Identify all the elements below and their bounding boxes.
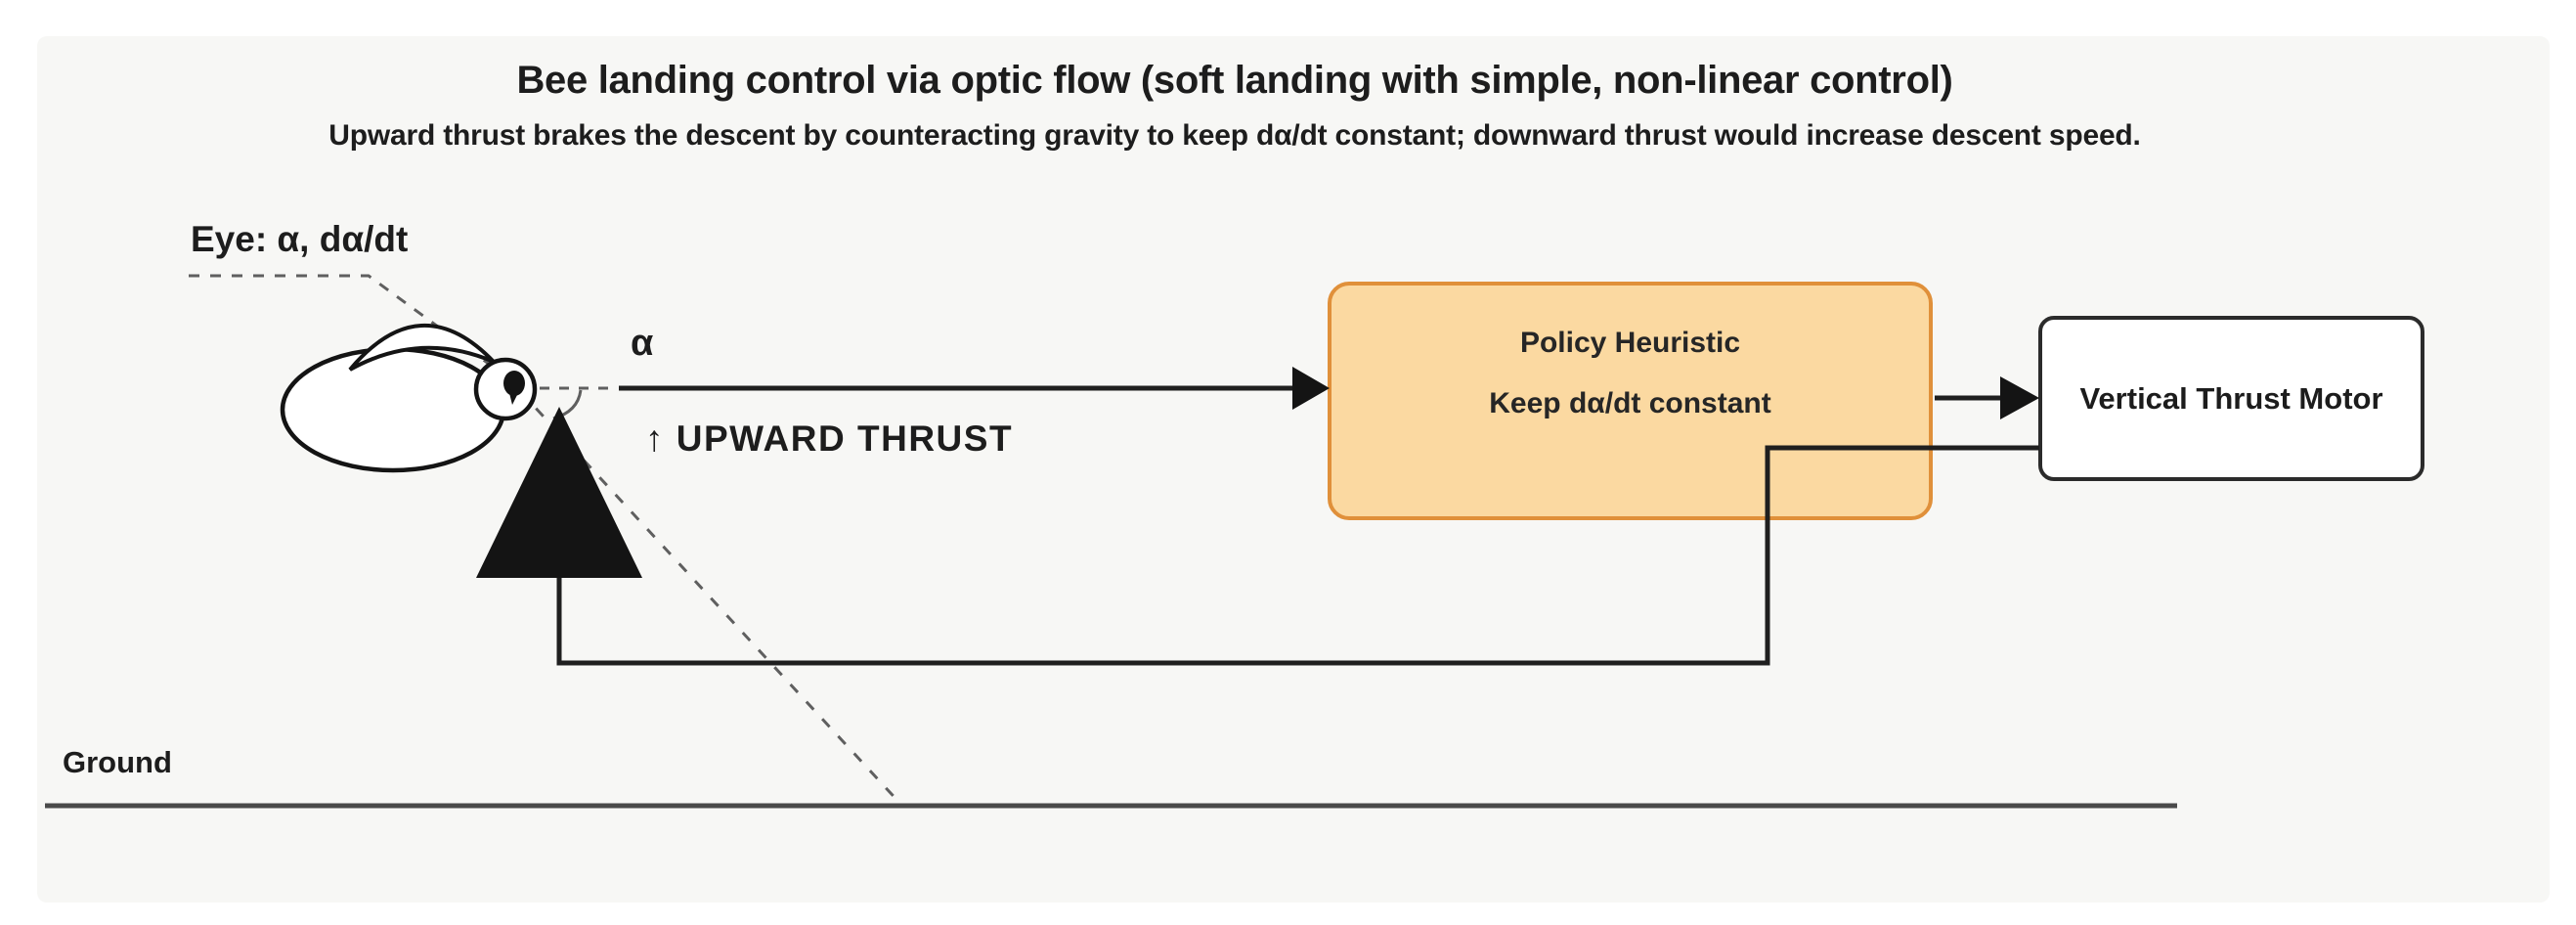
vertical-thrust-motor-node: Vertical Thrust Motor <box>2038 316 2424 481</box>
policy-node-rule: Keep dα/dt constant <box>1489 387 1771 419</box>
policy-heuristic-node: Policy Heuristic Keep dα/dt constant <box>1328 282 1933 520</box>
policy-node-title: Policy Heuristic <box>1519 327 1741 359</box>
eye-sensor-label: Eye: α, dα/dt <box>191 219 409 259</box>
upward-thrust-label: ↑ UPWARD THRUST <box>645 418 1014 459</box>
page-title: Bee landing control via optic flow (soft… <box>516 59 1953 102</box>
page-subtitle: Upward thrust brakes the descent by coun… <box>328 119 2141 152</box>
alpha-signal-label: α <box>631 323 654 364</box>
motor-node-label: Vertical Thrust Motor <box>2079 380 2383 416</box>
ground-label: Ground <box>63 745 172 779</box>
